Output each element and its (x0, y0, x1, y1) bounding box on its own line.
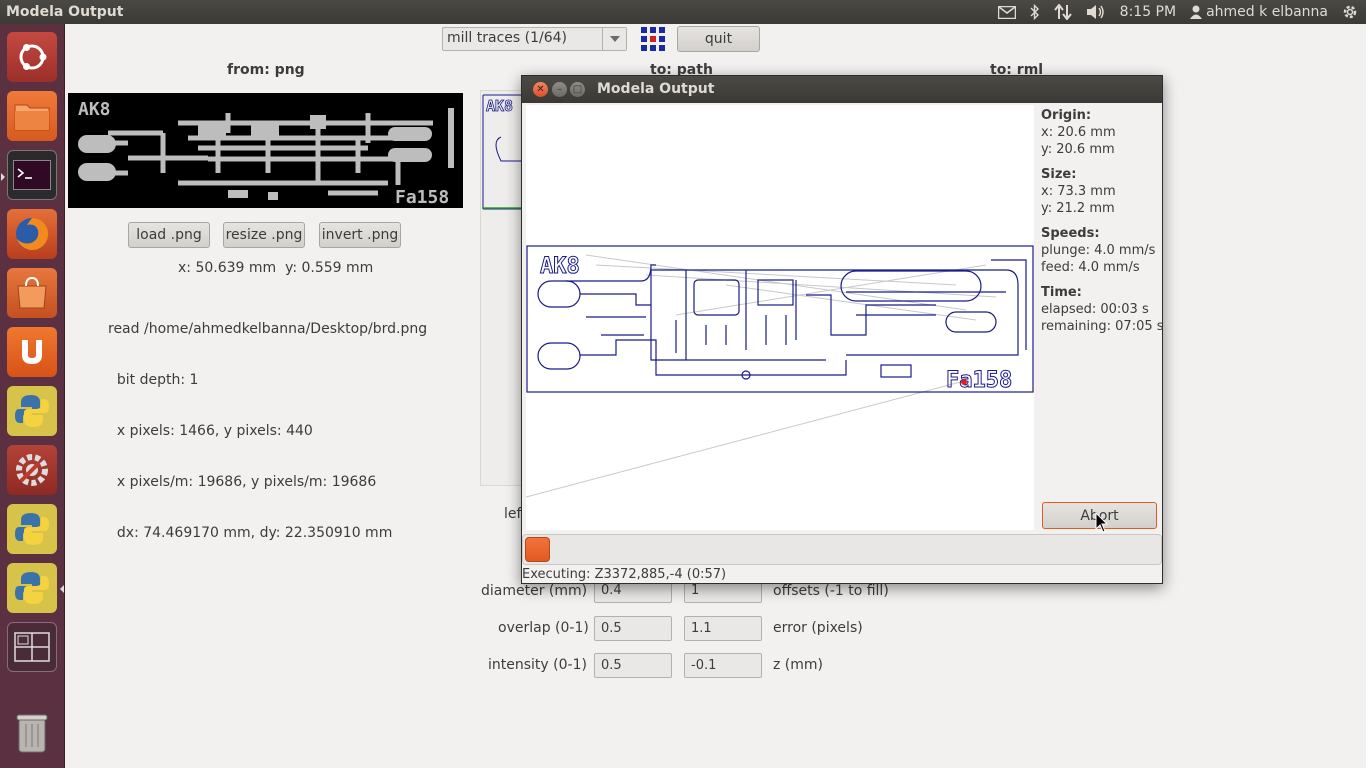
files-icon[interactable] (7, 91, 57, 141)
user-name: ahmed k elbanna (1206, 4, 1328, 20)
chevron-down-icon[interactable] (602, 28, 626, 50)
remaining-time: remaining: 07:05 s (1041, 319, 1164, 334)
invert-png-button[interactable]: invert .png (319, 222, 401, 248)
gear-icon[interactable] (1342, 4, 1358, 20)
tool-position-marker (961, 379, 967, 385)
png-info: read /home/ahmedkelbanna/Desktop/brd.png… (108, 287, 427, 576)
z-input[interactable] (684, 653, 762, 678)
size-y: y: 21.2 mm (1041, 201, 1115, 216)
trash-icon[interactable] (7, 708, 57, 758)
window-title: Modela Output (6, 4, 124, 20)
png-board-preview: AK8 Fa158 (68, 93, 463, 208)
column-header-from: from: png (227, 62, 305, 78)
progress-bar (522, 534, 1162, 565)
workspace-switcher-icon[interactable] (7, 622, 57, 672)
close-icon[interactable]: ✕ (533, 82, 548, 97)
software-center-icon[interactable] (7, 268, 57, 318)
time-heading: Time: (1041, 285, 1082, 300)
png-info-line: dx: 74.469170 mm, dy: 22.350910 mm (108, 525, 393, 541)
overlap-input[interactable] (594, 616, 672, 641)
process-select[interactable]: mill traces (1/64) (442, 27, 627, 51)
png-info-line: x pixels: 1466, y pixels: 440 (108, 423, 313, 439)
path-board-label: AK8 (486, 97, 513, 115)
toolpath-canvas[interactable]: AK8 Fa158 (525, 105, 1034, 530)
path-preview[interactable]: AK8 (480, 90, 525, 486)
ubuntu-dash-icon[interactable] (7, 32, 57, 82)
job-info-panel: Origin: x: 20.6 mm y: 20.6 mm Size: x: 7… (1041, 107, 1164, 335)
png-board-label-left: AK8 (78, 99, 111, 120)
size-x: x: 73.3 mm (1041, 184, 1116, 199)
size-heading: Size: (1041, 167, 1077, 182)
png-coordinates: x: 50.639 mm y: 0.559 mm (178, 260, 374, 276)
z-label: z (mm) (773, 657, 823, 673)
plunge-speed: plunge: 4.0 mm/s (1041, 243, 1156, 258)
python-icon[interactable] (7, 386, 57, 436)
progress-fill (525, 537, 550, 562)
user-icon (1190, 5, 1203, 19)
intensity-input[interactable] (594, 653, 672, 678)
origin-heading: Origin: (1041, 108, 1092, 123)
png-board-label-right: Fa158 (395, 187, 449, 208)
bluetooth-icon[interactable] (1030, 4, 1040, 20)
feed-speed: feed: 4.0 mm/s (1041, 260, 1140, 275)
clock[interactable]: 8:15 PM (1119, 4, 1177, 20)
mouse-cursor-icon (1095, 511, 1109, 534)
canvas-board-label-left: AK8 (540, 254, 580, 279)
process-select-value: mill traces (1/64) (447, 30, 567, 46)
status-text: Executing: Z3372,885,-4 (0:57) (522, 567, 727, 582)
path-partial-label: lef (504, 506, 522, 522)
firefox-icon[interactable] (7, 209, 57, 259)
canvas-board-label-right: Fa158 (946, 368, 1012, 393)
intensity-label: intensity (0-1) (488, 657, 587, 673)
diameter-label: diameter (mm) (481, 583, 588, 599)
terminal-icon[interactable] (1, 150, 57, 200)
resize-png-button[interactable]: resize .png (223, 222, 305, 248)
fab-logo-icon (640, 26, 666, 52)
png-info-line: read /home/ahmedkelbanna/Desktop/brd.png (108, 321, 428, 337)
speeds-heading: Speeds: (1041, 226, 1100, 241)
python-icon[interactable] (7, 504, 57, 554)
python-icon[interactable] (7, 563, 64, 613)
volume-icon[interactable] (1086, 4, 1106, 20)
user-menu[interactable]: ahmed k elbanna (1190, 4, 1328, 20)
png-info-line: bit depth: 1 (108, 372, 199, 388)
mail-icon[interactable] (997, 5, 1016, 19)
system-settings-icon[interactable] (7, 445, 57, 495)
ubuntu-one-icon[interactable] (7, 327, 57, 377)
launcher (0, 24, 65, 768)
offsets-label: offsets (-1 to fill) (773, 583, 889, 599)
png-info-line: x pixels/m: 19686, y pixels/m: 19686 (108, 474, 377, 490)
column-header-to-path: to: path (650, 62, 713, 78)
origin-x: x: 20.6 mm (1041, 125, 1116, 140)
network-icon[interactable] (1053, 4, 1072, 20)
load-png-button[interactable]: load .png (128, 222, 210, 248)
quit-button[interactable]: quit (677, 26, 760, 52)
overlap-label: overlap (0-1) (498, 620, 589, 636)
dialog-title: Modela Output (597, 81, 715, 97)
column-header-to-rml: to: rml (990, 62, 1044, 78)
indicator-area: 8:15 PM ahmed k elbanna (997, 0, 1358, 24)
elapsed-time: elapsed: 00:03 s (1041, 302, 1149, 317)
minimize-icon[interactable]: – (552, 82, 567, 97)
origin-y: y: 20.6 mm (1041, 142, 1115, 157)
top-panel: Modela Output 8:15 PM ahmed k elbanna (0, 0, 1366, 24)
error-label: error (pixels) (773, 620, 863, 636)
error-input[interactable] (684, 616, 762, 641)
modela-output-dialog: ✕ – □ Modela Output (521, 75, 1164, 584)
dialog-titlebar[interactable]: ✕ – □ Modela Output (522, 76, 1162, 103)
maximize-icon[interactable]: □ (570, 82, 585, 97)
